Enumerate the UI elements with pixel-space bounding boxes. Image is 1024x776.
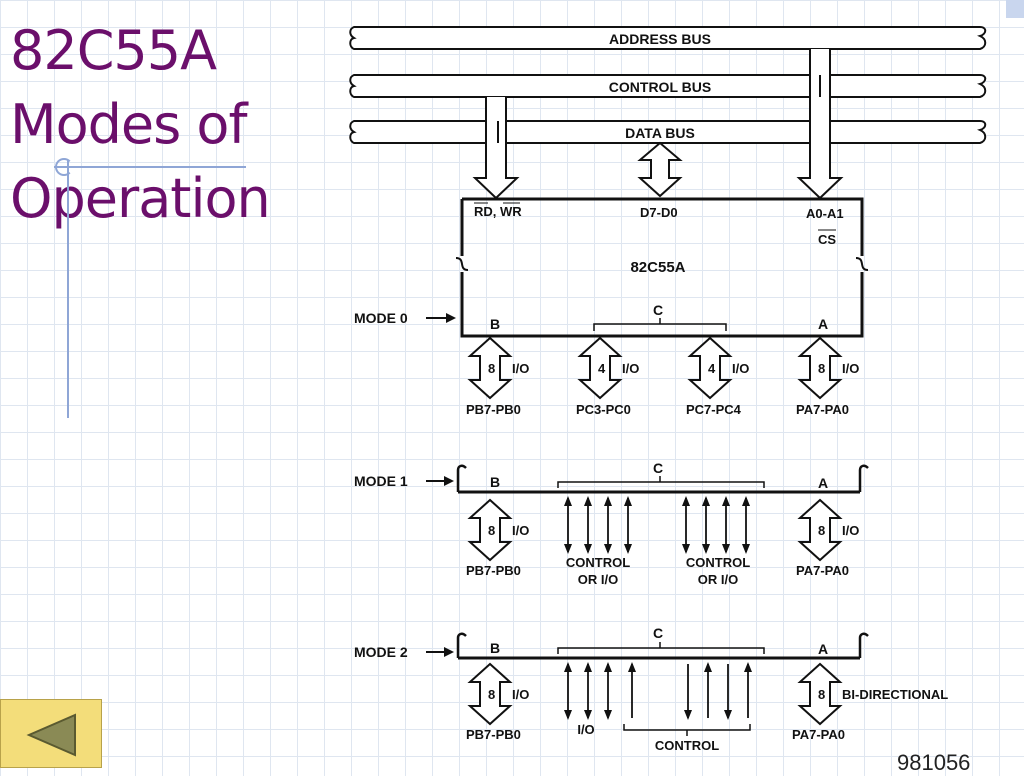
control-bus-label: CONTROL BUS — [609, 79, 711, 95]
data-bus: DATA BUS — [349, 120, 987, 144]
data-bus-label: DATA BUS — [625, 125, 695, 141]
mode-0-port-c: C — [653, 302, 663, 318]
mode-1-port-a: A — [818, 475, 828, 491]
corner-tab — [1006, 0, 1024, 18]
chip-rd-wr-label: RD, WR — [474, 204, 522, 219]
mode-1-a-dir: I/O — [842, 523, 859, 538]
mode-0-cl-pins: PC3-PC0 — [576, 402, 631, 417]
mode-2-label: MODE 2 — [354, 644, 408, 660]
mode-1-ctrl-label-2a: CONTROL — [686, 555, 750, 570]
mode-0-a-dir: I/O — [842, 361, 859, 376]
page-number: 981056 — [897, 750, 971, 775]
mode-2-b-pins: PB7-PB0 — [466, 727, 521, 742]
title-line-3: Operation — [10, 167, 271, 230]
back-button[interactable] — [0, 699, 102, 768]
chip-cs-label: CS — [818, 232, 836, 247]
chip-addr-pins-label: A0-A1 — [806, 206, 844, 221]
mode-0-cl-dir: I/O — [622, 361, 639, 376]
mode-0-section: MODE 0 B A C 8 I/O PB7-PB0 4 I/O PC3-PC0… — [354, 302, 859, 417]
mode-0-b-width: 8 — [488, 361, 495, 376]
mode-2-b-dir: I/O — [512, 687, 529, 702]
chip-data-pins-label: D7-D0 — [640, 205, 678, 220]
mode-1-a-width: 8 — [818, 523, 825, 538]
mode-0-port-b: B — [490, 316, 500, 332]
mode-2-section: MODE 2 B A C 8 I/O PB7-PB0 8 BI-DIRECTIO… — [354, 625, 948, 753]
address-bus-label: ADDRESS BUS — [609, 31, 711, 47]
mode-2-a-width: 8 — [818, 687, 825, 702]
control-bus: CONTROL BUS — [349, 74, 987, 98]
mode-1-label: MODE 1 — [354, 473, 408, 489]
mode-0-cu-dir: I/O — [732, 361, 749, 376]
mode-1-b-dir: I/O — [512, 523, 529, 538]
mode-0-b-pins: PB7-PB0 — [466, 402, 521, 417]
mode-0-a-width: 8 — [818, 361, 825, 376]
bus-connections — [472, 49, 844, 200]
mode-2-a-pins: PA7-PA0 — [792, 727, 845, 742]
address-bus: ADDRESS BUS — [349, 26, 987, 50]
mode-1-section: MODE 1 B A C 8 I/O PB7-PB0 8 I/O PA7-PA0 — [354, 460, 869, 587]
mode-2-io-label: I/O — [577, 722, 594, 737]
mode-2-port-a: A — [818, 641, 828, 657]
mode-1-ctrl-label-1b: OR I/O — [578, 572, 618, 587]
mode-0-cu-width: 4 — [708, 361, 716, 376]
mode-1-b-width: 8 — [488, 523, 495, 538]
triangle-left-icon — [26, 713, 76, 757]
mode-0-cl-width: 4 — [598, 361, 606, 376]
mode-1-ctrl-label-1a: CONTROL — [566, 555, 630, 570]
mode-0-b-dir: I/O — [512, 361, 529, 376]
mode-2-b-width: 8 — [488, 687, 495, 702]
mode-1-port-c: C — [653, 460, 663, 476]
decorative-guide-line — [67, 160, 69, 418]
mode-1-ctrl-label-2b: OR I/O — [698, 572, 738, 587]
mode-1-b-pins: PB7-PB0 — [466, 563, 521, 578]
mode-1-a-pins: PA7-PA0 — [796, 563, 849, 578]
decorative-guide-circle — [55, 158, 73, 176]
mode-2-control-label: CONTROL — [655, 738, 719, 753]
82c55a-chip: RD, WR D7-D0 A0-A1 CS 82C55A — [455, 197, 869, 338]
mode-2-port-b: B — [490, 640, 500, 656]
mode-2-port-c: C — [653, 625, 663, 641]
mode-0-cu-pins: PC7-PC4 — [686, 402, 742, 417]
decorative-guide-line-h — [54, 166, 246, 168]
mode-0-label: MODE 0 — [354, 310, 408, 326]
title-line-1: 82C55A — [10, 19, 217, 82]
mode-1-port-b: B — [490, 474, 500, 490]
mode-2-a-dir: BI-DIRECTIONAL — [842, 687, 948, 702]
mode-0-port-a: A — [818, 316, 828, 332]
slide-title: 82C55A Modes of Operation — [10, 14, 271, 236]
title-line-2: Modes of — [10, 93, 247, 156]
82c55a-mode-diagram: ADDRESS BUS CONTROL BUS DATA BUS RD, WR … — [349, 26, 987, 753]
mode-0-a-pins: PA7-PA0 — [796, 402, 849, 417]
chip-name: 82C55A — [630, 259, 685, 276]
